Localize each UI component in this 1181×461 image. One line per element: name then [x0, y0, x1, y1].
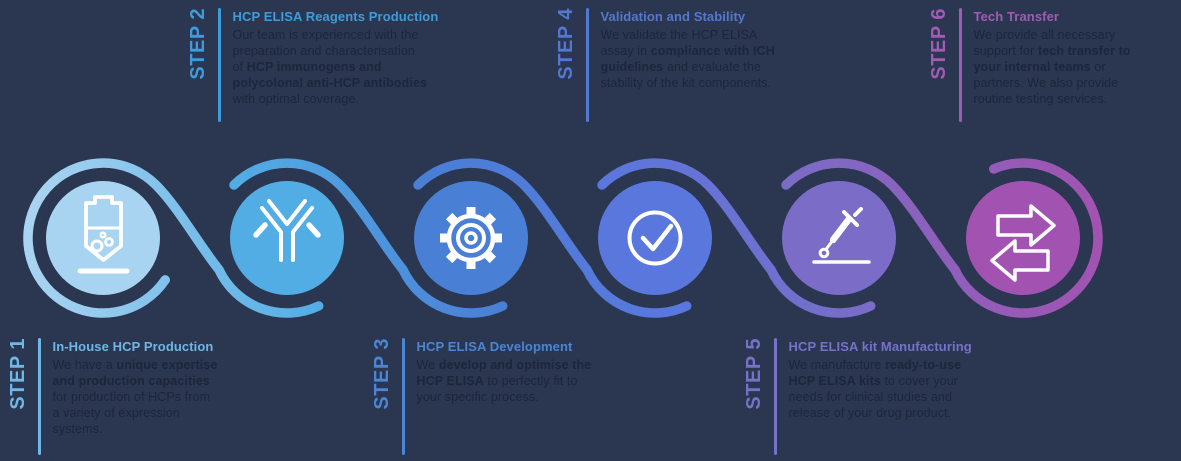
connector-strand-1: [23, 158, 324, 318]
connector-strand-5: [781, 158, 1103, 318]
step-6-block: STEP 6 Tech Transfer We provide all nece…: [927, 8, 1131, 122]
step-2-heading: HCP ELISA Reagents Production: [232, 9, 439, 24]
step-1-description: We have a unique expertise and productio…: [52, 358, 218, 436]
step-3-heading: HCP ELISA Development: [416, 339, 573, 354]
gear-icon: [440, 207, 502, 269]
step-3-block: STEP 3 HCP ELISA Development We develop …: [370, 338, 591, 455]
step-4-heading: Validation and Stability: [600, 9, 746, 24]
step-5-heading: HCP ELISA kit Manufacturing: [788, 339, 972, 354]
step-6-heading: Tech Transfer: [973, 9, 1060, 24]
step-5-circle: [782, 181, 896, 295]
step-6-separator: [959, 8, 962, 122]
step-1-separator: [38, 338, 41, 455]
antibody-icon: [253, 199, 321, 262]
step-5-description: We manufacture ready-to-use HCP ELISA ki…: [788, 358, 962, 420]
step-4-block: STEP 4 Validation and Stability We valid…: [554, 8, 775, 122]
step-2-block: STEP 2 HCP ELISA Reagents Production Our…: [186, 8, 438, 122]
step-5-block: STEP 5 HCP ELISA kit Manufacturing We ma…: [742, 338, 972, 455]
step-3-description: We develop and optimise the HCP ELISA to…: [416, 358, 592, 404]
pipette-icon: [812, 207, 871, 264]
step-1-heading: In-House HCP Production: [52, 339, 214, 354]
connector-strand-4: [597, 158, 876, 318]
step-4-separator: [586, 8, 589, 122]
step-2-circle: [230, 181, 344, 295]
connector-line: [23, 158, 1103, 318]
step-4-description: We validate the HCP ELISA assay in compl…: [600, 28, 775, 90]
check-circle-icon: [627, 210, 683, 266]
step-2-label: STEP 2: [187, 8, 209, 80]
bioreactor-bag-icon: [77, 195, 130, 274]
step-1-label: STEP 1: [7, 338, 29, 410]
step-2-separator: [218, 8, 221, 122]
step-5-separator: [774, 338, 777, 455]
step-3-separator: [402, 338, 405, 455]
connector-strand-2: [229, 158, 508, 318]
step-6-label: STEP 6: [928, 8, 950, 80]
step-2-description: Our team is experienced with the prepara…: [232, 28, 428, 106]
step-4-label: STEP 4: [555, 8, 577, 80]
step-5-label: STEP 5: [743, 338, 765, 410]
step-3-label: STEP 3: [371, 338, 393, 410]
connector-strand-3: [413, 158, 692, 318]
step-6-description: We provide all necessary support for tec…: [973, 28, 1131, 106]
step-6-circle: [966, 181, 1080, 295]
transfer-arrows-icon: [990, 204, 1056, 282]
step-3-circle: [414, 181, 528, 295]
step-1-block: STEP 1 In-House HCP Production We have a…: [6, 338, 217, 455]
step-4-circle: [598, 181, 712, 295]
